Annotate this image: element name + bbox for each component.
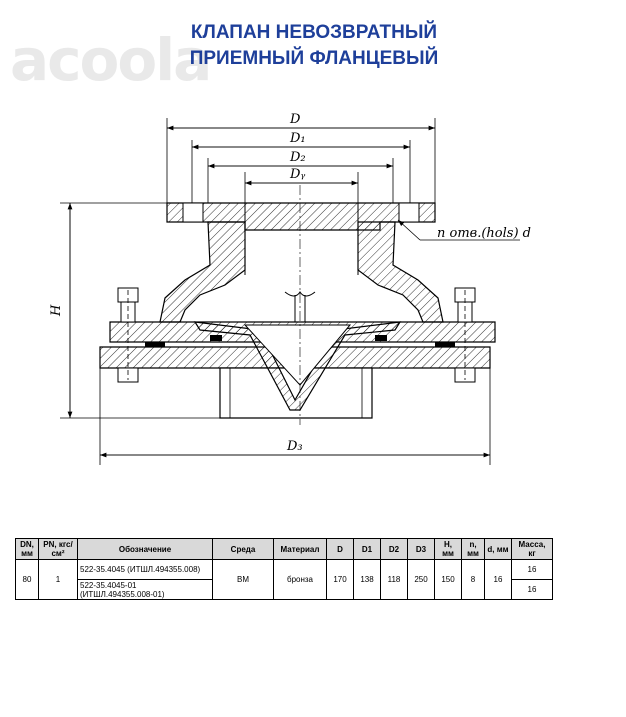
body-wall-left xyxy=(159,221,246,323)
cell-d2: 118 xyxy=(380,559,408,600)
cell-medium: ВМ xyxy=(212,559,274,600)
cell-n: 8 xyxy=(461,559,485,600)
dim-D1-label: D₁ xyxy=(289,131,306,146)
col-h: H, мм xyxy=(434,538,462,560)
holes-label: n отв.(hols) d xyxy=(437,226,531,241)
body-wall-right xyxy=(357,221,444,323)
dim-Dy-label: Dᵧ xyxy=(289,167,305,182)
col-medium: Среда xyxy=(212,538,274,560)
cell-mass-1: 16 xyxy=(511,559,553,580)
table-row: 522-35.4045-01 (ИТШЛ.494355.008-01) 16 xyxy=(16,579,553,600)
watermark: acoola xyxy=(10,26,212,94)
cell-designation-1: 522-35.4045 (ИТШЛ.494355.008) xyxy=(77,559,213,580)
col-dd: d, мм xyxy=(484,538,512,560)
spec-table: DN, мм PN, кгс/см² Обозначение Среда Мат… xyxy=(15,538,553,600)
dim-D3-label: D₃ xyxy=(286,439,303,454)
bolt-right xyxy=(454,287,476,383)
title-line-1: КЛАПАН НЕВОЗВРАТНЫЙ xyxy=(190,22,438,43)
col-d: D xyxy=(326,538,354,560)
cell-d: 170 xyxy=(326,559,354,600)
cell-pn: 1 xyxy=(38,559,78,600)
cell-designation-2: 522-35.4045-01 (ИТШЛ.494355.008-01) xyxy=(77,579,213,600)
flange-hole-right xyxy=(398,202,420,223)
col-n: n, мм xyxy=(461,538,485,560)
cell-h: 150 xyxy=(434,559,462,600)
title-line-2: ПРИЕМНЫЙ ФЛАНЦЕВЫЙ xyxy=(189,48,439,69)
dim-D-label: D xyxy=(289,112,301,127)
col-d1: D1 xyxy=(353,538,381,560)
col-d2: D2 xyxy=(380,538,408,560)
table-row: 80 1 522-35.4045 (ИТШЛ.494355.008) ВМ бр… xyxy=(15,559,553,600)
cell-d1: 138 xyxy=(353,559,381,600)
dim-D2-label: D₂ xyxy=(289,150,306,165)
dim-H-label: H xyxy=(49,304,64,317)
cell-material: бронза xyxy=(273,559,327,600)
col-dn: DN, мм xyxy=(15,538,39,560)
cell-d3: 250 xyxy=(407,559,435,600)
table-header-row: DN, мм PN, кгс/см² Обозначение Среда Мат… xyxy=(15,538,553,560)
col-designation: Обозначение xyxy=(77,538,213,560)
col-pn: PN, кгс/см² xyxy=(38,538,78,560)
cell-mass-2: 16 xyxy=(511,579,553,600)
valve-disc xyxy=(193,321,402,411)
valve-drawing: D D₁ D₂ Dᵧ n отв.(hols) d H D₃ xyxy=(49,112,531,465)
col-d3: D3 xyxy=(407,538,435,560)
cell-dd: 16 xyxy=(484,559,512,600)
flange-hole-left xyxy=(182,202,204,223)
page-title: КЛАПАН НЕВОЗВРАТНЫЙ ПРИЕМНЫЙ ФЛАНЦЕВЫЙ xyxy=(0,20,626,72)
col-material: Материал xyxy=(273,538,327,560)
cell-dn: 80 xyxy=(15,559,39,600)
col-mass: Масса, кг xyxy=(511,538,553,560)
bolt-left xyxy=(117,287,139,383)
